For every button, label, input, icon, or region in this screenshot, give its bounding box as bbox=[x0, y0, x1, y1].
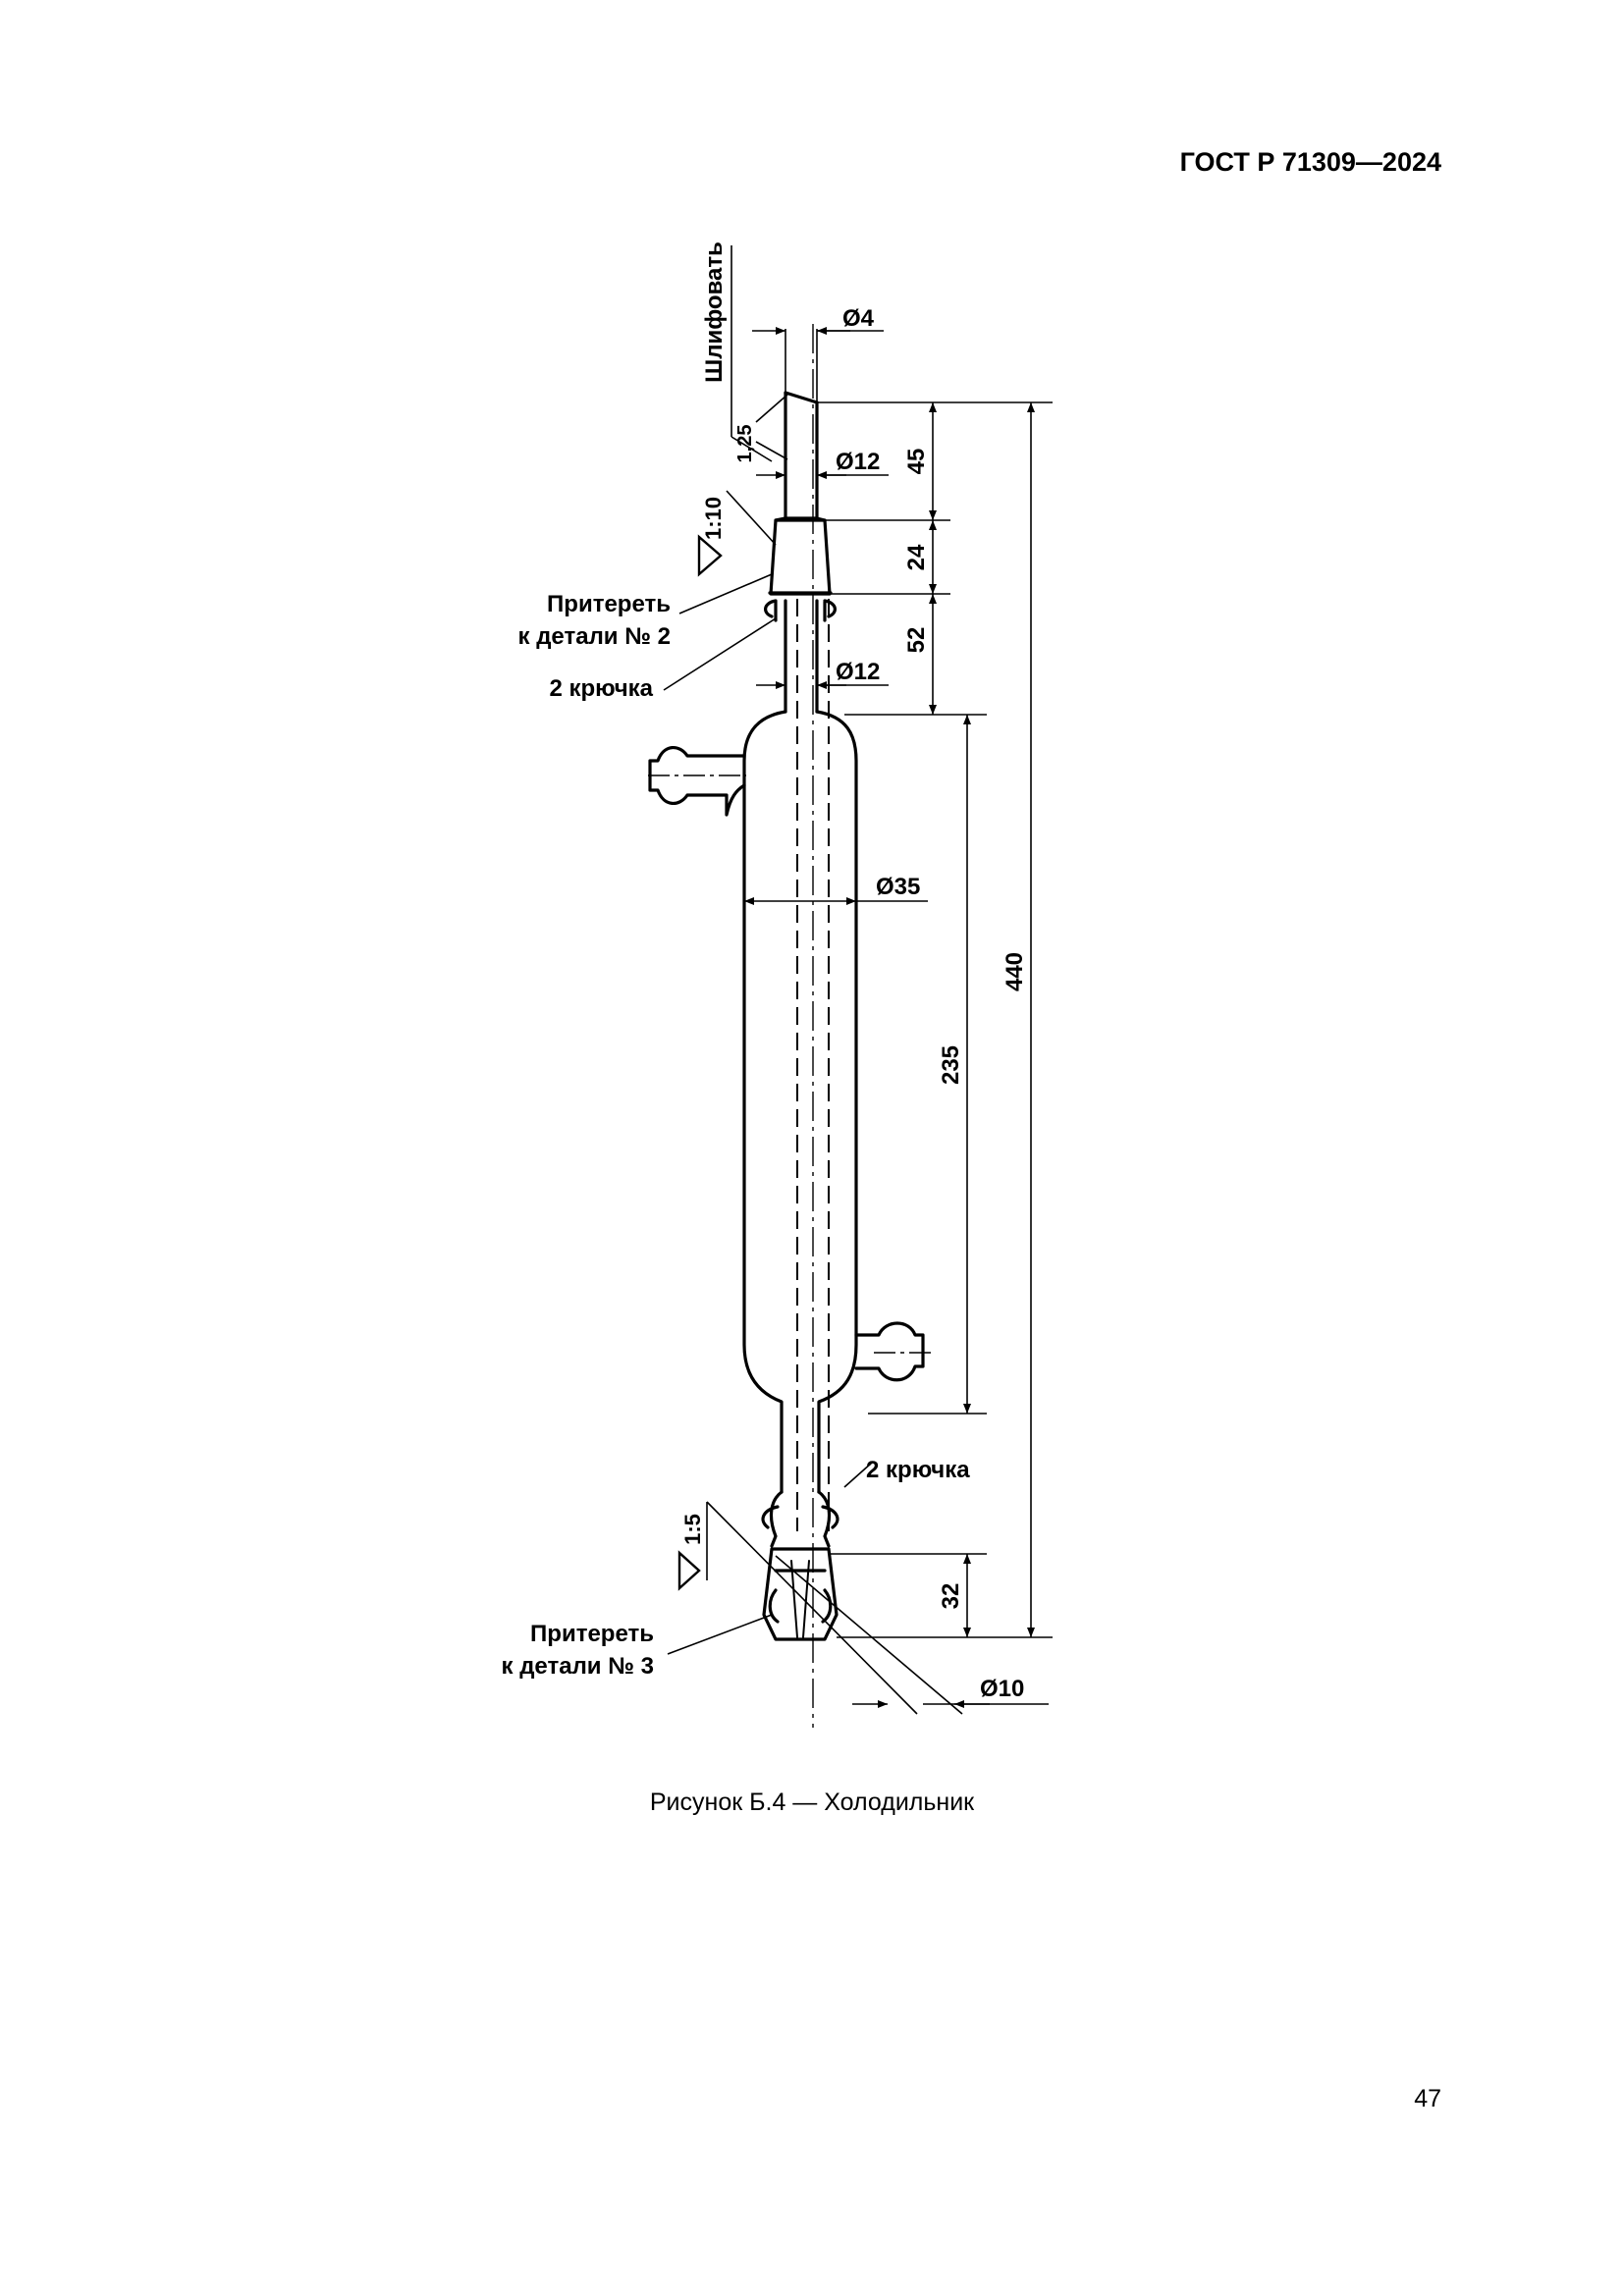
dim-len-cone: 24 bbox=[903, 544, 930, 570]
dim-len-bottom-joint: 32 bbox=[938, 1583, 964, 1610]
dimension-lines bbox=[663, 245, 1053, 1715]
dim-d-tip: Ø4 bbox=[842, 305, 875, 332]
rub-part3-line1: Притереть bbox=[530, 1621, 654, 1647]
inner-tube-hidden bbox=[796, 599, 830, 1531]
taper-top-label: 1:10 bbox=[701, 497, 726, 540]
dim-len-neck: 52 bbox=[903, 627, 930, 654]
dim-len-tip: 45 bbox=[903, 449, 930, 475]
taper-symbol-bottom bbox=[677, 1550, 701, 1591]
dim-d-neck-tube: Ø12 bbox=[836, 659, 880, 685]
dim-len-total: 440 bbox=[1001, 952, 1028, 991]
figure-caption: Рисунок Б.4 — Холодильник bbox=[649, 1789, 975, 1816]
angle-label: 1,25 bbox=[734, 425, 756, 463]
glass-body bbox=[648, 391, 925, 1641]
taper-symbol-top bbox=[697, 534, 723, 577]
hooks-top-label: 2 крючка bbox=[549, 675, 653, 702]
page-number: 47 bbox=[1414, 2085, 1441, 2112]
dim-len-jacket: 235 bbox=[938, 1045, 964, 1085]
dim-d-jacket: Ø35 bbox=[876, 874, 920, 900]
dim-d-upper-tube: Ø12 bbox=[836, 449, 880, 475]
rub-part3-line2: к детали № 3 bbox=[502, 1653, 654, 1680]
rub-part2-line1: Притереть bbox=[547, 591, 671, 617]
rub-part2-line2: к детали № 2 bbox=[518, 623, 671, 650]
dim-d-bottom: Ø10 bbox=[980, 1676, 1024, 1702]
grind-label: Шлифовать bbox=[701, 241, 728, 383]
hooks-bottom-label: 2 крючка bbox=[866, 1457, 970, 1483]
standard-code: ГОСТ Р 71309—2024 bbox=[1179, 147, 1441, 177]
taper-bottom-label: 1:5 bbox=[680, 1514, 705, 1545]
